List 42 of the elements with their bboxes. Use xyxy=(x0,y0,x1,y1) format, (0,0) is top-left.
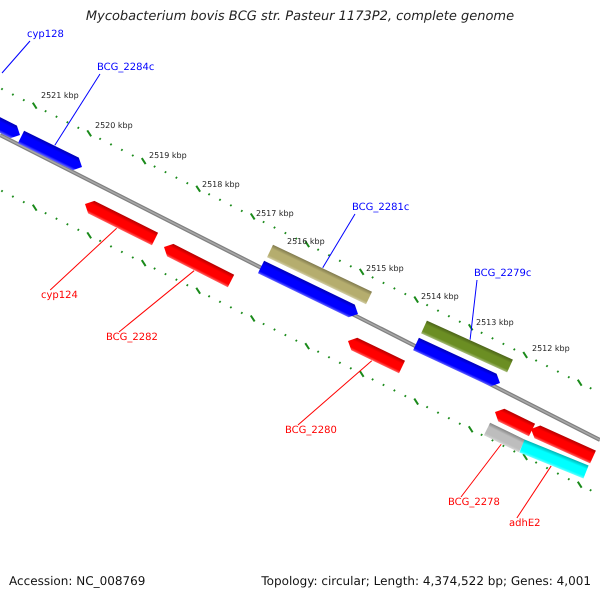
leader-line xyxy=(118,270,195,332)
gene-feature xyxy=(17,130,82,171)
gene-label: BCG_2279c xyxy=(474,268,532,280)
gene-feature xyxy=(413,337,500,387)
gene-label: cyp128 xyxy=(27,29,64,41)
gene-feature xyxy=(257,260,358,318)
gene-label: BCG_2280 xyxy=(285,425,337,437)
leader-line xyxy=(54,74,100,146)
gene-label: BCG_2278 xyxy=(448,497,500,509)
accession-label: Accession: NC_008769 xyxy=(9,574,146,588)
scale-label: 2515 kbp xyxy=(366,264,404,274)
gene-feature xyxy=(495,408,536,437)
gene-feature xyxy=(164,243,235,288)
gene-bar xyxy=(519,439,589,479)
leader-line xyxy=(322,214,356,268)
leader-line xyxy=(470,280,478,340)
genome-info-label: Topology: circular; Length: 4,374,522 bp; Genes: 4,001 xyxy=(261,574,591,588)
gene-bar xyxy=(421,320,513,373)
gene-label: BCG_2282 xyxy=(106,332,158,344)
gene-feature xyxy=(348,337,406,374)
leader-line xyxy=(50,228,118,290)
gene-label: cyp124 xyxy=(41,290,78,302)
scale-label: 2516 kbp xyxy=(287,237,325,247)
leader-line xyxy=(516,465,552,518)
gene-label: BCG_2281c xyxy=(352,202,410,214)
leader-line xyxy=(460,444,502,498)
gene-feature xyxy=(85,200,159,246)
scale-label: 2514 kbp xyxy=(421,292,459,302)
scale-label: 2512 kbp xyxy=(532,344,570,354)
scale-label: 2520 kbp xyxy=(95,121,133,131)
gene-feature xyxy=(531,425,596,464)
gene-bar xyxy=(483,422,526,453)
scale-label: 2517 kbp xyxy=(256,209,294,219)
scale-label: 2513 kbp xyxy=(476,318,514,328)
gene-label: adhE2 xyxy=(509,518,540,530)
scale-label: 2519 kbp xyxy=(149,151,187,161)
gene-label: BCG_2284c xyxy=(97,62,154,74)
scale-label: 2518 kbp xyxy=(202,180,240,190)
leader-line xyxy=(297,360,372,426)
leader-line xyxy=(2,40,30,74)
scale-label: 2521 kbp xyxy=(41,91,79,101)
title: Mycobacterium bovis BCG str. Pasteur 1173P2, complete genome xyxy=(84,9,516,24)
